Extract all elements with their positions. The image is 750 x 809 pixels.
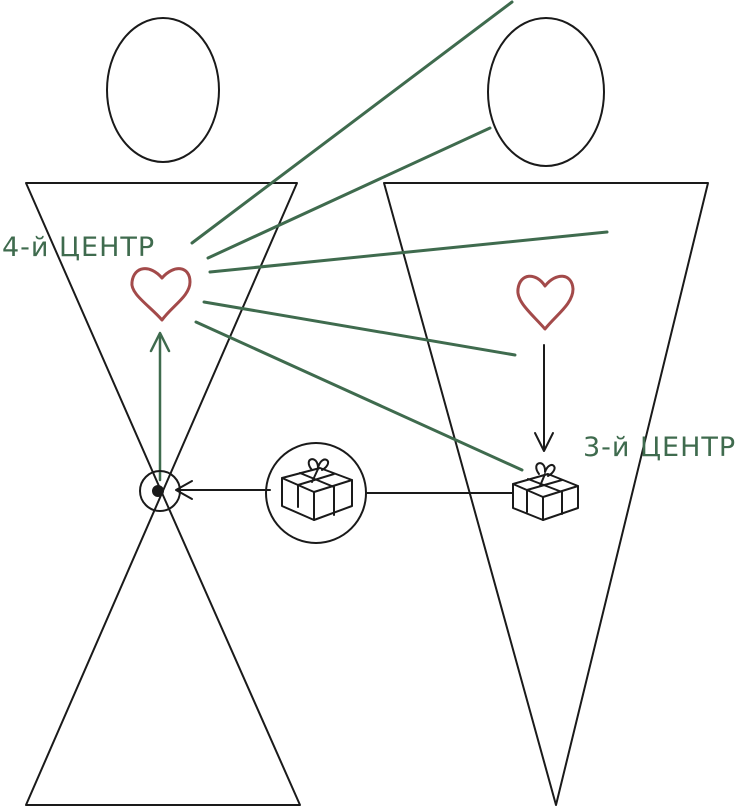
arrow-down-to-gift xyxy=(534,344,554,452)
ray-5 xyxy=(194,320,524,472)
right-figure xyxy=(383,17,709,806)
ray-4 xyxy=(202,300,517,357)
left-center-point xyxy=(139,470,181,512)
gift-transfer-arrow xyxy=(175,480,513,500)
arrow-up-to-heart xyxy=(149,331,171,482)
ray-3 xyxy=(208,230,609,274)
heart-icon xyxy=(516,274,575,331)
gift-icon xyxy=(512,462,579,521)
gift-icon xyxy=(265,442,367,544)
ray-2 xyxy=(206,126,492,260)
left-figure-head xyxy=(106,17,220,163)
energy-rays xyxy=(190,0,609,472)
ray-1 xyxy=(190,0,514,245)
left-figure-lower-triangle xyxy=(25,492,301,806)
label-3rd-center: 3-й ЦЕНТР xyxy=(583,432,736,463)
label-4th-center: 4-й ЦЕНТР xyxy=(2,232,155,263)
right-figure-head xyxy=(487,17,605,167)
left-figure xyxy=(25,17,301,806)
heart-icon xyxy=(130,267,192,322)
